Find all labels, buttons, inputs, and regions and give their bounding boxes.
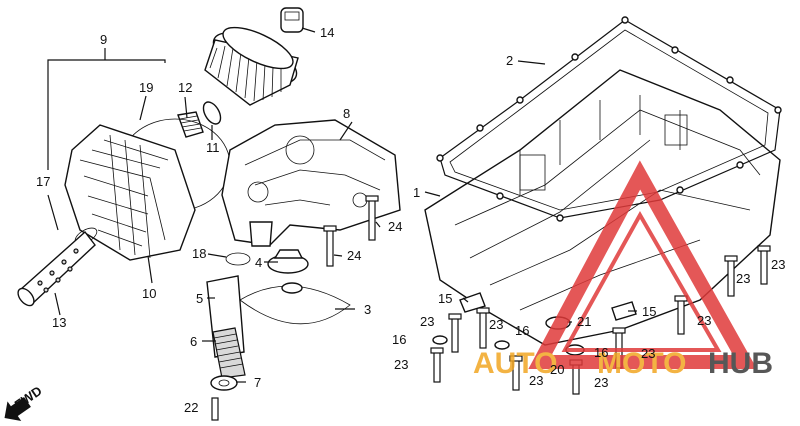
callout-12: 12: [178, 80, 192, 95]
callout-19: 19: [139, 80, 153, 95]
callout-23-b: 23: [394, 357, 408, 372]
callout-14: 14: [320, 25, 334, 40]
callout-23-h: 23: [736, 271, 750, 286]
callout-8: 8: [343, 106, 350, 121]
part-9-bracket: [47, 48, 166, 231]
callout-24-lower: 24: [347, 248, 361, 263]
leader-lines: [54, 27, 637, 383]
callout-11: 11: [206, 140, 220, 155]
callout-16-mid: 16: [515, 323, 529, 338]
callout-16-right: 16: [594, 345, 608, 360]
callout-2: 2: [506, 53, 513, 68]
callout-5: 5: [196, 291, 203, 306]
gasket-part-2: [436, 16, 782, 222]
relief-cap-part-4: [267, 249, 309, 274]
callout-16-left: 16: [392, 332, 406, 347]
washer-part-7: [210, 375, 238, 391]
oil-pump-housing-part-8: [221, 119, 401, 247]
callout-23-d: 23: [529, 373, 543, 388]
callout-24-upper: 24: [388, 219, 402, 234]
callout-23-i: 23: [771, 257, 785, 272]
callout-3: 3: [364, 302, 371, 317]
callout-23-e: 23: [594, 375, 608, 390]
callout-21: 21: [577, 314, 591, 329]
callout-22: 22: [184, 400, 198, 415]
watermark-text-auto: AUTO: [473, 347, 557, 380]
watermark-text-hub: HUB: [708, 347, 773, 380]
callout-23-c: 23: [489, 317, 503, 332]
callout-9: 9: [100, 32, 107, 47]
callout-4: 4: [255, 255, 262, 270]
callout-13: 13: [52, 315, 66, 330]
callout-15-left: 15: [438, 291, 452, 306]
spring-part-12: [177, 111, 204, 138]
callout-23-a: 23: [420, 314, 434, 329]
cover-part-3: [239, 282, 351, 325]
callout-10: 10: [142, 286, 156, 301]
spring-part-6: [212, 327, 246, 379]
callout-20: 20: [550, 362, 564, 377]
o-ring-part-18: [225, 252, 251, 266]
fwd-arrow-icon: FWD: [4, 383, 45, 421]
callout-6: 6: [190, 334, 197, 349]
callout-23-g: 23: [697, 313, 711, 328]
callout-18: 18: [192, 246, 206, 261]
watermark-text-moto: MOTO: [597, 347, 686, 380]
watermark-logo: AUTO MOTO HUB: [473, 160, 773, 380]
callout-15-right: 15: [642, 304, 656, 319]
oil-strainer-part-13: [17, 230, 96, 307]
callout-23-f: 23: [641, 346, 655, 361]
callout-7: 7: [254, 375, 261, 390]
filter-case-part-10: [64, 124, 196, 261]
o-ring-part-11: [202, 101, 222, 125]
callout-1: 1: [413, 185, 420, 200]
callout-17: 17: [36, 174, 50, 189]
pin-part-22: [211, 397, 219, 421]
callout-labels: 1 2 3 4 5 6 7 8 9 10 11 12 13 14 15 15 1…: [36, 25, 785, 415]
oil-filter-part-14: [204, 7, 304, 106]
